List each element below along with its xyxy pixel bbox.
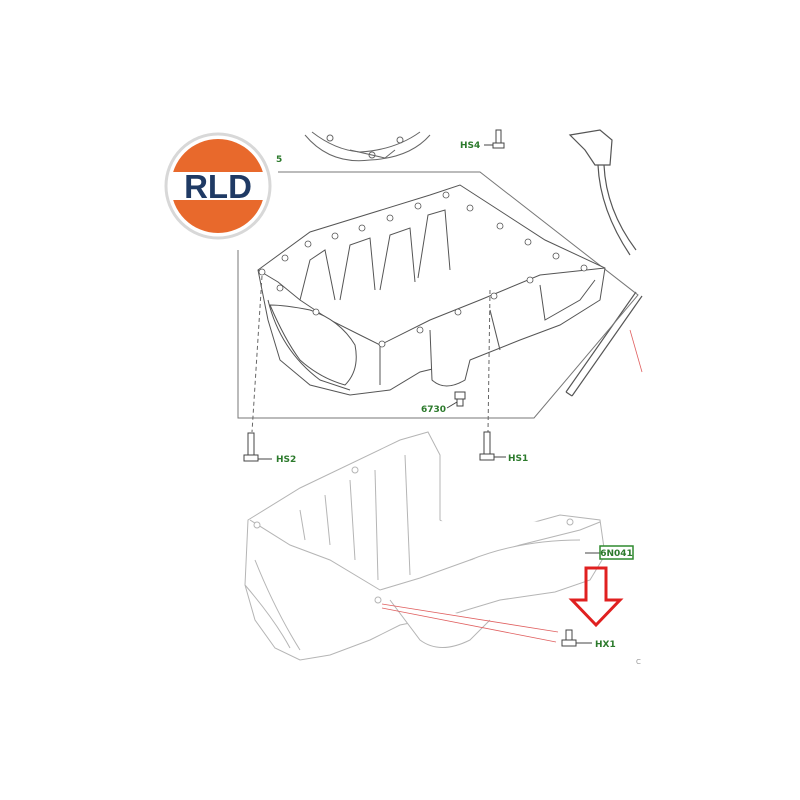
callout-6n041: 6N041 bbox=[600, 549, 633, 559]
bolt-hs1-icon bbox=[479, 431, 506, 461]
bolt-hs4-icon bbox=[484, 129, 505, 149]
hx1-leader-lines bbox=[381, 603, 559, 643]
stud-hx1-icon bbox=[561, 629, 592, 647]
edge-mark: C bbox=[636, 658, 641, 666]
callout-6n041-box: 6N041 bbox=[585, 545, 634, 560]
drain-plug-icon bbox=[446, 391, 466, 409]
upper-oil-pan-group: 5 bbox=[237, 155, 639, 419]
callout-6730: 6730 bbox=[421, 405, 446, 415]
dipstick-tube bbox=[565, 129, 643, 397]
upper-oil-pan bbox=[257, 184, 606, 396]
logo-text: RLD bbox=[184, 168, 252, 205]
callout-hx1: HX1 bbox=[595, 640, 616, 650]
callout-5: 5 bbox=[276, 155, 282, 165]
bolt-guide-lines bbox=[251, 275, 491, 433]
lower-oil-pan bbox=[244, 431, 606, 661]
engine-block-fragment bbox=[304, 131, 431, 162]
flange-holes bbox=[258, 191, 588, 348]
group-box-outline bbox=[237, 171, 639, 419]
bolt-hs2-icon bbox=[243, 432, 272, 462]
callout-hs2: HS2 bbox=[276, 455, 296, 465]
callout-hs4: HS4 bbox=[460, 141, 480, 151]
rld-logo: RLD bbox=[164, 132, 272, 240]
callout-hs1: HS1 bbox=[508, 454, 528, 464]
red-highlight-arrow-icon bbox=[568, 566, 624, 628]
